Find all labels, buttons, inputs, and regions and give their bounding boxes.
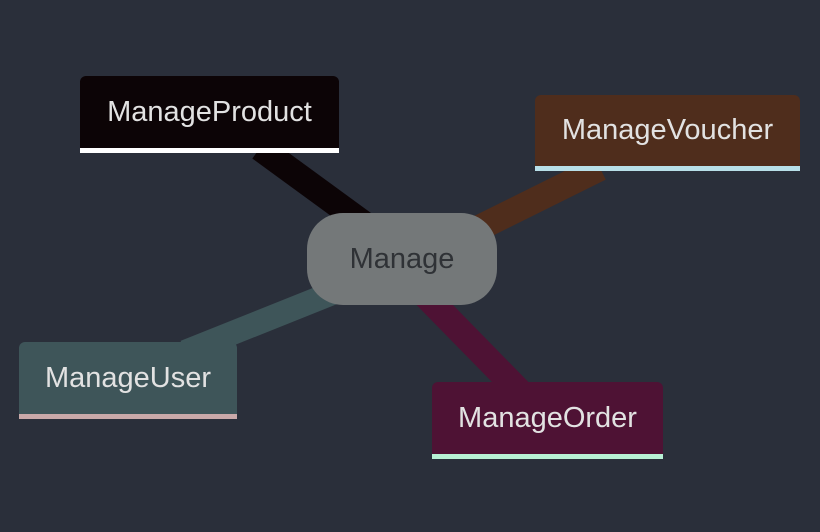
node-label: ManageProduct xyxy=(107,95,312,128)
node-manage-order[interactable]: ManageOrder xyxy=(432,382,663,459)
root-label: Manage xyxy=(349,242,455,275)
node-manage-root[interactable]: Manage xyxy=(307,213,497,305)
edge-manage-voucher xyxy=(469,156,606,242)
edge-manage-order xyxy=(415,285,530,402)
node-manage-product[interactable]: ManageProduct xyxy=(80,76,339,153)
node-manage-voucher[interactable]: ManageVoucher xyxy=(535,95,800,171)
node-label: ManageVoucher xyxy=(561,114,774,146)
node-label: ManageOrder xyxy=(458,401,637,434)
node-label: ManageUser xyxy=(44,361,212,394)
node-manage-user[interactable]: ManageUser xyxy=(19,342,237,419)
